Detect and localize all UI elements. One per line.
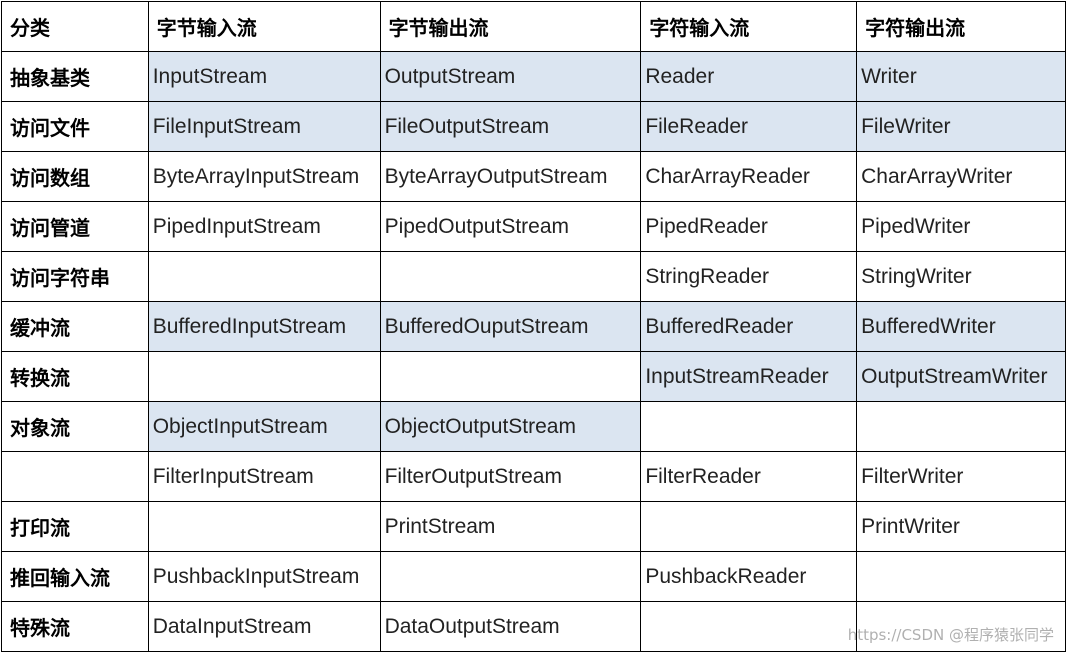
byte-output-cell xyxy=(379,351,642,402)
char-output-cell: CharArrayWriter xyxy=(856,151,1066,202)
char-input-cell: FilterReader xyxy=(640,451,858,502)
byte-output-cell: OutputStream xyxy=(379,51,642,102)
byte-output-cell xyxy=(379,251,642,302)
byte-output-cell: PipedOutputStream xyxy=(379,201,642,252)
row-category: 打印流 xyxy=(1,501,149,552)
row-category xyxy=(1,451,149,502)
row-category: 抽象基类 xyxy=(1,51,149,102)
byte-input-cell: BufferedInputStream xyxy=(147,301,381,352)
char-output-cell xyxy=(856,401,1066,452)
byte-output-cell: FileOutputStream xyxy=(379,101,642,152)
header-byte-output: 字节输出流 xyxy=(379,1,642,52)
row-category: 访问管道 xyxy=(1,201,149,252)
byte-output-cell: DataOutputStream xyxy=(379,601,642,652)
char-output-cell: OutputStreamWriter xyxy=(856,351,1066,402)
header-char-input: 字符输入流 xyxy=(640,1,858,52)
row-category: 访问文件 xyxy=(1,101,149,152)
char-input-cell: InputStreamReader xyxy=(640,351,858,402)
byte-output-cell: FilterOutputStream xyxy=(379,451,642,502)
char-input-cell: PipedReader xyxy=(640,201,858,252)
char-input-cell: BufferedReader xyxy=(640,301,858,352)
byte-input-cell: PushbackInputStream xyxy=(147,551,381,602)
char-output-cell: PrintWriter xyxy=(856,501,1066,552)
char-output-cell: FilterWriter xyxy=(856,451,1066,502)
table-row: 打印流 PrintStream PrintWriter xyxy=(1,501,1066,552)
byte-input-cell xyxy=(147,351,381,402)
char-output-cell xyxy=(856,551,1066,602)
row-category: 对象流 xyxy=(1,401,149,452)
row-category: 推回输入流 xyxy=(1,551,149,602)
byte-input-cell xyxy=(147,501,381,552)
byte-input-cell: ByteArrayInputStream xyxy=(147,151,381,202)
char-output-cell xyxy=(856,601,1066,652)
row-category: 特殊流 xyxy=(1,601,149,652)
byte-input-cell: FileInputStream xyxy=(147,101,381,152)
char-input-cell: StringReader xyxy=(640,251,858,302)
row-category: 访问字符串 xyxy=(1,251,149,302)
byte-output-cell: PrintStream xyxy=(379,501,642,552)
header-row: 分类 字节输入流 字节输出流 字符输入流 字符输出流 xyxy=(1,1,1066,52)
row-category: 访问数组 xyxy=(1,151,149,202)
header-category: 分类 xyxy=(1,1,149,52)
row-category: 缓冲流 xyxy=(1,301,149,352)
byte-input-cell: InputStream xyxy=(147,51,381,102)
char-input-cell: PushbackReader xyxy=(640,551,858,602)
row-category: 转换流 xyxy=(1,351,149,402)
byte-input-cell: ObjectInputStream xyxy=(147,401,381,452)
byte-output-cell: ByteArrayOutputStream xyxy=(379,151,642,202)
char-output-cell: PipedWriter xyxy=(856,201,1066,252)
byte-input-cell xyxy=(147,251,381,302)
char-input-cell xyxy=(640,401,858,452)
byte-input-cell: DataInputStream xyxy=(147,601,381,652)
char-input-cell xyxy=(640,501,858,552)
char-input-cell: CharArrayReader xyxy=(640,151,858,202)
char-input-cell: FileReader xyxy=(640,101,858,152)
char-output-cell: StringWriter xyxy=(856,251,1066,302)
csdn-watermark: https://CSDN @程序猿张同学 xyxy=(847,626,1054,644)
char-input-cell xyxy=(640,601,858,652)
char-output-cell: Writer xyxy=(856,51,1066,102)
char-output-cell: FileWriter xyxy=(856,101,1066,152)
header-byte-input: 字节输入流 xyxy=(147,1,381,52)
char-output-cell: BufferedWriter xyxy=(856,301,1066,352)
byte-output-cell: ObjectOutputStream xyxy=(379,401,642,452)
byte-input-cell: PipedInputStream xyxy=(147,201,381,252)
byte-input-cell: FilterInputStream xyxy=(147,451,381,502)
header-char-output: 字符输出流 xyxy=(856,1,1066,52)
byte-output-cell xyxy=(379,551,642,602)
byte-output-cell: BufferedOuputStream xyxy=(379,301,642,352)
char-input-cell: Reader xyxy=(640,51,858,102)
